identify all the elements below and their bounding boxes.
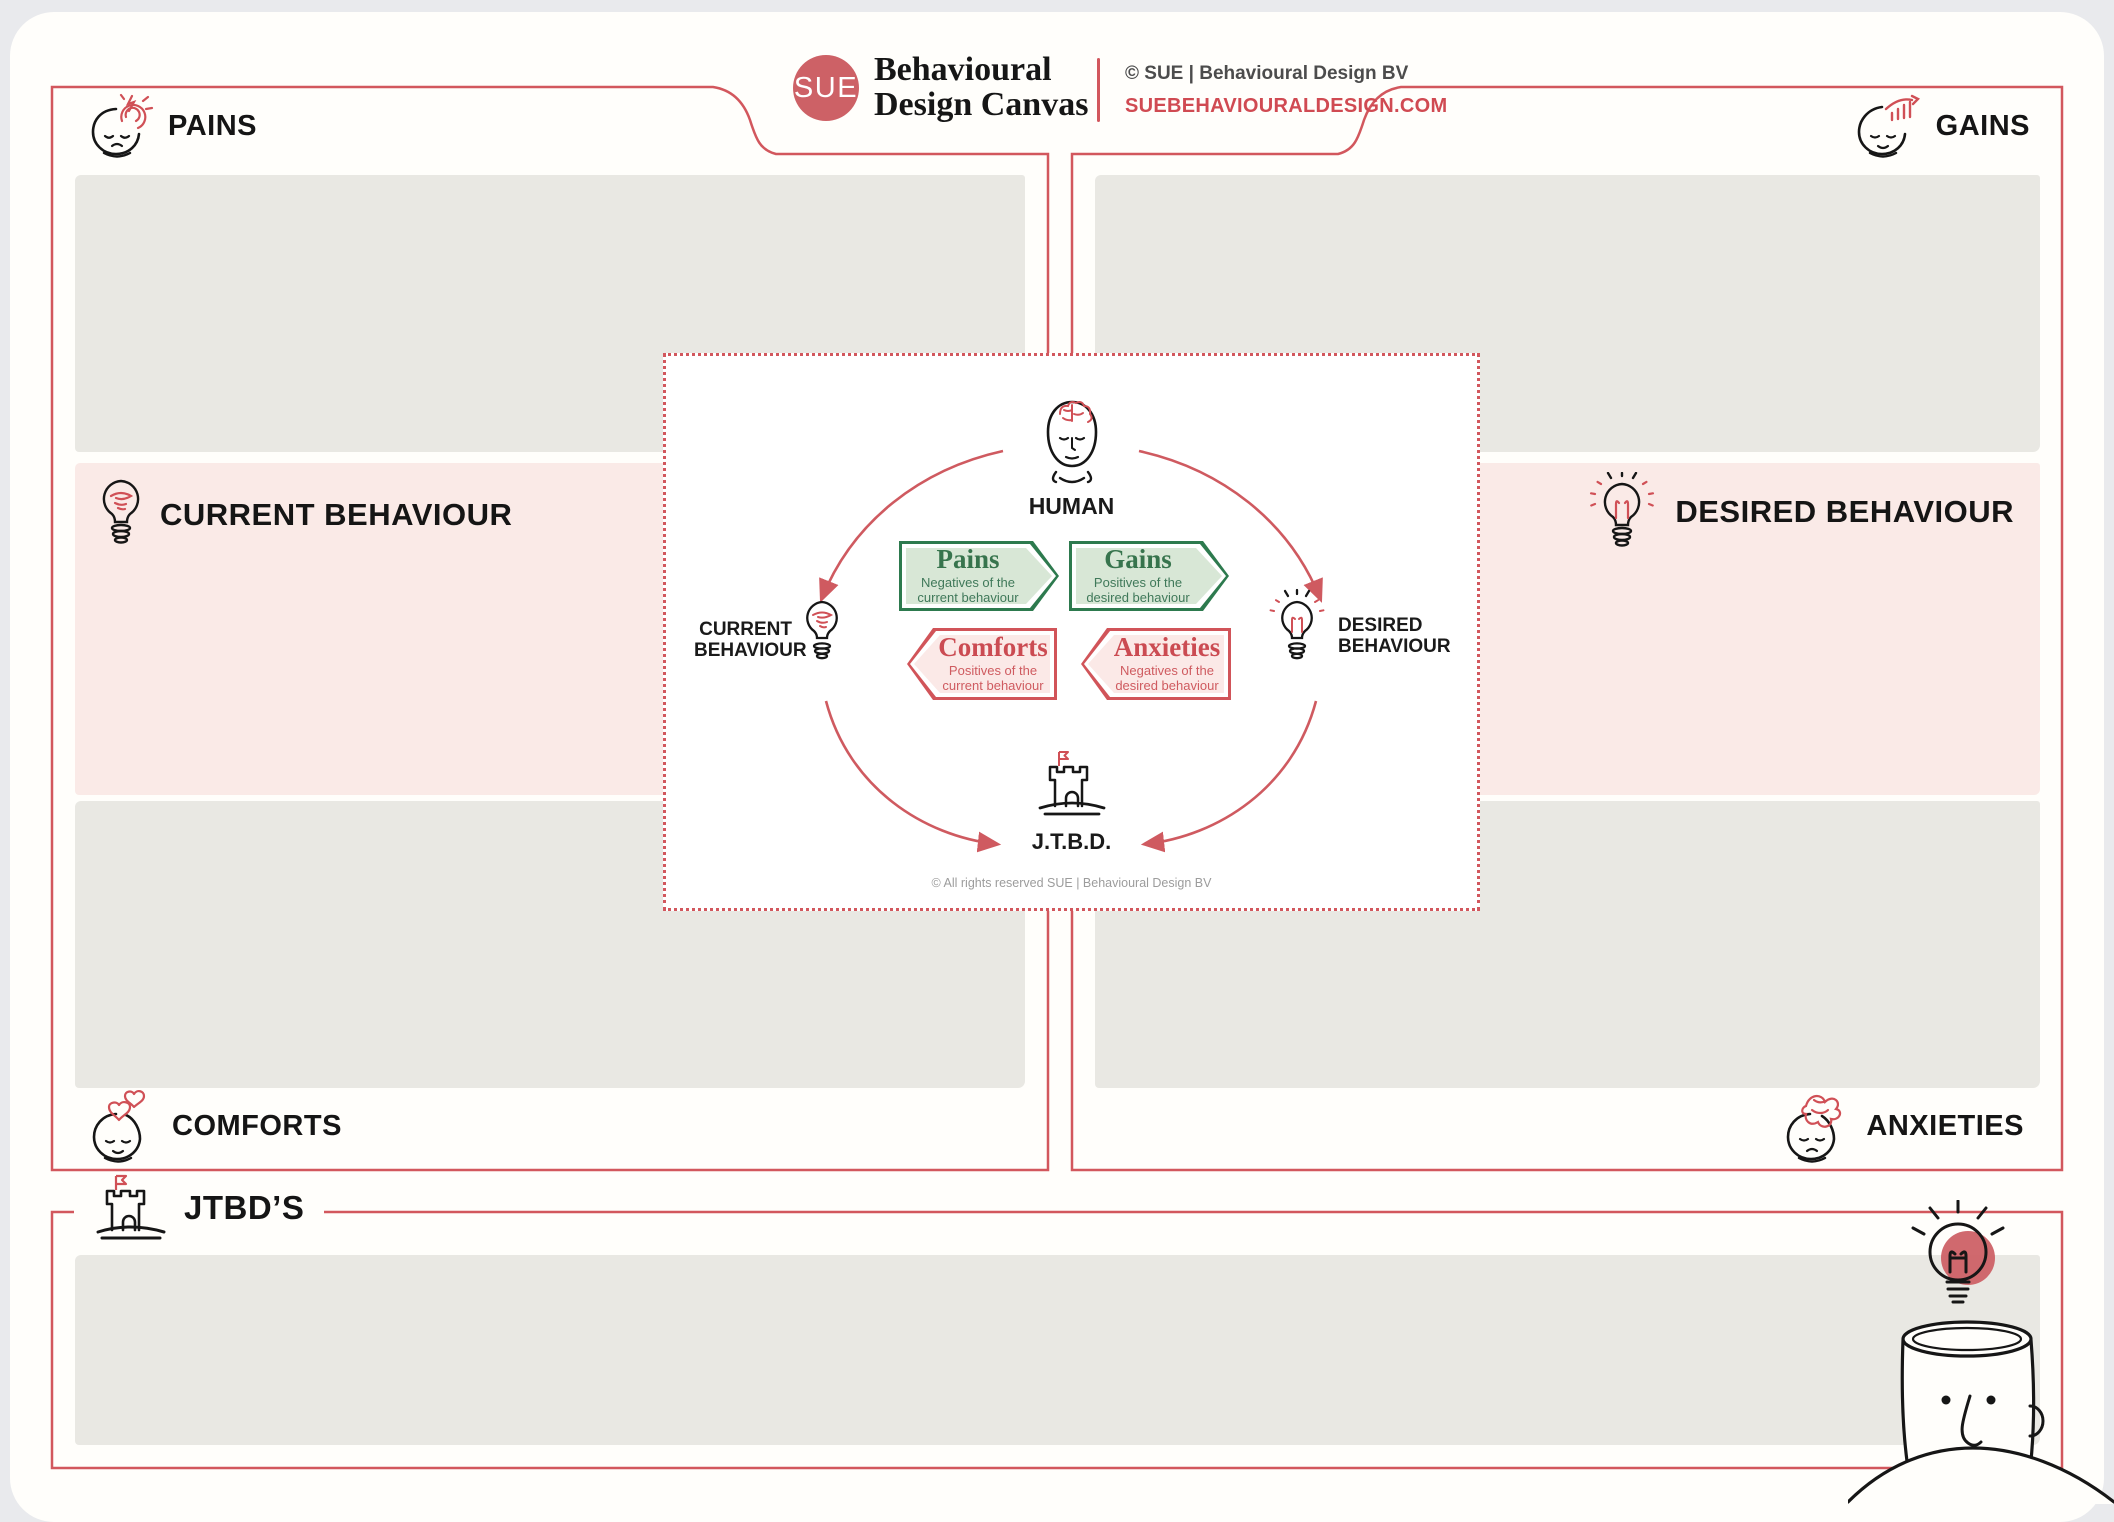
section-current-behaviour: CURRENT BEHAVIOUR (96, 478, 512, 552)
green-chevron-row: Pains Negatives of the current behaviour… (899, 541, 1229, 611)
pains-chevron: Pains Negatives of the current behaviour (899, 541, 1059, 611)
red-chevron-row: Comforts Positives of the current behavi… (907, 628, 1231, 700)
header-copyright: © SUE | Behavioural Design BV (1125, 63, 1409, 84)
jtbd-diagram-label: J.T.B.D. (1031, 829, 1112, 854)
anxieties-chevron: Anxieties Negatives of the desired behav… (1081, 628, 1231, 700)
arrow-current-to-jtbd (824, 700, 1002, 853)
comforts-chevron-title: Comforts (938, 632, 1048, 663)
tornado-bulb-icon (806, 600, 838, 660)
pains-chevron-subtitle: Negatives of the current behaviour (917, 575, 1019, 605)
arrow-desired-to-jtbd (1140, 700, 1318, 853)
shining-bulb-icon (1588, 472, 1657, 547)
tangled-head-icon (1787, 1095, 1842, 1163)
diagram-current-behaviour: CURRENT BEHAVIOUR (694, 594, 844, 686)
header: SUE Behavioural Design Canvas © SUE | Be… (0, 0, 2114, 160)
open-head-thinker-icon (1848, 1200, 2114, 1504)
sue-logo: SUE (793, 55, 859, 121)
arrow-human-to-current (819, 449, 1004, 603)
gains-chevron: Gains Positives of the desired behaviour (1069, 541, 1229, 611)
behaviour-model-diagram: HUMAN Pains Negatives of the current beh… (663, 353, 1480, 911)
hearts-head-icon (92, 1090, 146, 1163)
shining-bulb-icon (1268, 588, 1326, 660)
brain-head-icon (1046, 400, 1097, 484)
section-anxieties: ANXIETIES (1780, 1088, 2024, 1164)
diagram-human: HUMAN (666, 394, 1477, 520)
arrow-human-to-desired (1138, 449, 1323, 603)
pains-chevron-title: Pains (936, 544, 1000, 575)
section-comforts: COMFORTS (86, 1088, 342, 1164)
gains-chevron-subtitle: Positives of the desired behaviour (1086, 575, 1190, 605)
diagram-arrows (819, 449, 1323, 853)
current-behaviour-diagram-label: CURRENT BEHAVIOUR (694, 618, 807, 661)
page-title: Behavioural Design Canvas (874, 51, 1089, 124)
desired-behaviour-diagram-label: DESIRED BEHAVIOUR (1338, 614, 1451, 657)
anxieties-chevron-title: Anxieties (1113, 632, 1221, 663)
website-link[interactable]: SUEBEHAVIOURALDESIGN.COM (1125, 95, 1448, 117)
castle-flag-icon (1038, 751, 1105, 816)
diagram-desired-behaviour: DESIRED BEHAVIOUR (1264, 588, 1451, 684)
desired-behaviour-label: DESIRED BEHAVIOUR (1675, 494, 2014, 529)
header-divider (1097, 58, 1100, 122)
comforts-chevron-subtitle: Positives of the current behaviour (942, 663, 1044, 693)
section-desired-behaviour: DESIRED BEHAVIOUR (1583, 472, 2014, 552)
castle-flag-icon (96, 1174, 166, 1240)
gains-chevron-title: Gains (1104, 544, 1172, 575)
diagram-jtbd: J.T.B.D. (666, 744, 1477, 855)
anxieties-label: ANXIETIES (1866, 1109, 2024, 1142)
jtbds-label: JTBD’S (184, 1189, 305, 1226)
jtbd-notes-area[interactable] (75, 1255, 2040, 1445)
current-behaviour-label: CURRENT BEHAVIOUR (160, 497, 513, 532)
diagram-copyright: © All rights reserved SUE | Behavioural … (931, 876, 1212, 890)
sue-logo-text: SUE (793, 71, 859, 104)
comforts-label: COMFORTS (172, 1109, 342, 1142)
comforts-chevron: Comforts Positives of the current behavi… (907, 628, 1057, 700)
tornado-bulb-icon (102, 479, 140, 544)
human-label: HUMAN (1028, 493, 1115, 519)
section-jtbds: JTBD’S (92, 1172, 304, 1244)
anxieties-chevron-subtitle: Negatives of the desired behaviour (1115, 663, 1219, 693)
